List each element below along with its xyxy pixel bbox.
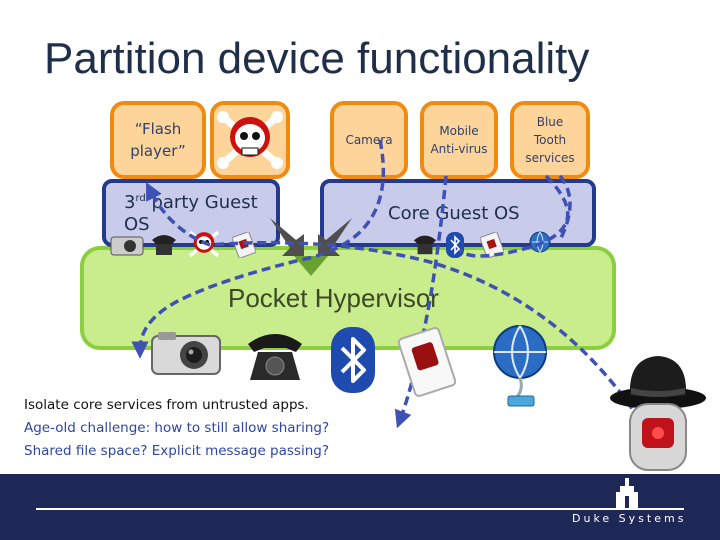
note-isolate: Isolate core services from untrusted app… [24, 397, 309, 413]
note-challenge: Age-old challenge: how to still allow sh… [24, 420, 330, 436]
bluetooth-services-label: Blue Tooth services [525, 115, 575, 165]
network-globe-icon [493, 325, 547, 407]
small-camera-icon [110, 236, 144, 256]
telephone-icon [248, 334, 302, 380]
small-phone-icon-2 [413, 235, 437, 255]
flash-player-app: “Flash player” [110, 101, 206, 179]
merge-arrows-icon [270, 218, 352, 276]
bluetooth-services-app: Blue Tooth services [510, 101, 590, 179]
third-party-guest-os-label: 3rd party Guest OS [124, 192, 258, 235]
antivirus-app-label: Mobile Anti-virus [430, 124, 488, 156]
skull-crossbones-icon [217, 111, 283, 169]
footer-rule [36, 508, 684, 510]
core-guest-os-label: Core Guest OS [388, 203, 520, 224]
black-hat-icon [610, 356, 706, 409]
camera-icon [151, 332, 221, 375]
slide-title: Partition device functionality [44, 34, 590, 83]
duke-chapel-logo-icon [616, 478, 638, 508]
sim-card-icon [398, 327, 456, 397]
antivirus-app: Mobile Anti-virus [420, 101, 498, 179]
footer-bar [0, 474, 720, 540]
camera-app: Camera [330, 101, 408, 179]
flash-player-label: “Flash player” [130, 119, 186, 161]
bluetooth-icon [331, 327, 375, 393]
small-phone-icon [152, 235, 176, 255]
pocket-hypervisor-label: Pocket Hypervisor [228, 283, 439, 313]
malware-app [210, 101, 290, 179]
security-token-icon [629, 403, 687, 471]
footer-logo-text: Duke Systems [572, 512, 687, 525]
note-shared: Shared file space? Explicit message pass… [24, 443, 329, 459]
ordinal-suffix: rd [135, 193, 146, 204]
